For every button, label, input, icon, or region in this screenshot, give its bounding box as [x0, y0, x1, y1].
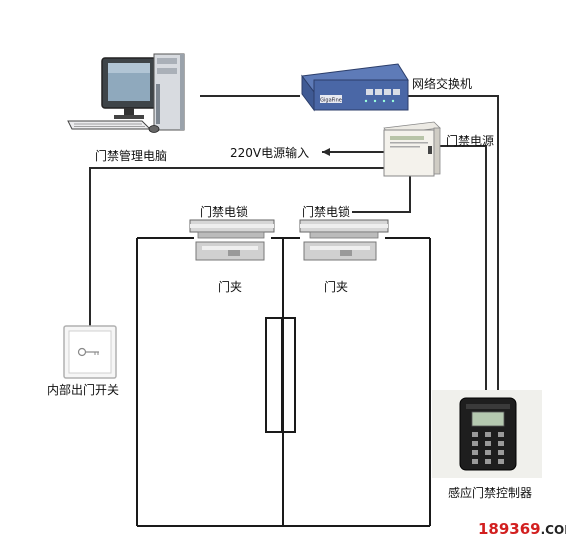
power-input-arrow-icon: [322, 148, 330, 156]
lock-right-label: 门禁电锁: [302, 205, 351, 219]
power-supply-icon: [383, 121, 441, 177]
power-input-label: 220V电源输入: [230, 146, 310, 160]
door-frame: [136, 237, 431, 527]
clamp-left-label: 门夹: [218, 280, 243, 294]
exit-switch-icon: [63, 325, 117, 379]
controller-label: 感应门禁控制器: [448, 486, 533, 500]
network-switch-icon: GigaFine: [301, 63, 409, 112]
wiring: [89, 95, 499, 392]
computer-label: 门禁管理电脑: [95, 149, 168, 163]
door-clamp-left-icon: [195, 241, 265, 261]
watermark-number: 189369: [478, 520, 541, 538]
lock-left-label: 门禁电锁: [200, 205, 249, 219]
wire-exit-switch: [89, 167, 384, 327]
card-reader-controller-icon: [432, 390, 542, 478]
exit-switch-label: 内部出门开关: [47, 383, 120, 397]
electric-lock-left-icon: [189, 219, 275, 239]
door-handle-right: [282, 317, 296, 433]
wire-power-lock: [352, 176, 411, 213]
power-supply-label: 门禁电源: [446, 134, 495, 148]
electric-lock-right-icon: [299, 219, 389, 239]
clamp-right-label: 门夹: [324, 280, 349, 294]
switch-brand-text: GigaFine: [320, 98, 342, 104]
watermark: 189369.COM: [478, 520, 566, 538]
wire-power-controller: [440, 145, 487, 392]
watermark-domain: .COM: [540, 523, 566, 537]
door-clamp-right-icon: [303, 241, 377, 261]
wire-switch-controller: [408, 95, 499, 392]
switch-label: 网络交换机: [412, 77, 473, 91]
computer-icon: [67, 53, 185, 133]
door-handle-left: [265, 317, 283, 433]
